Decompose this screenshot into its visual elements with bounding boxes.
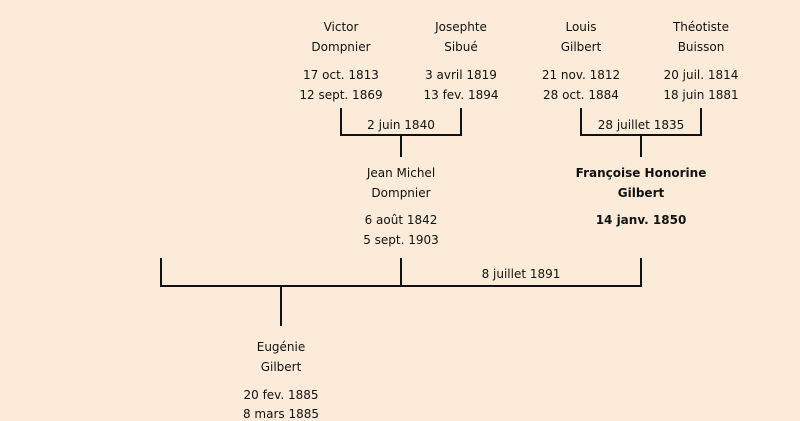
birth-date: 20 fev. 1885 — [243, 388, 319, 402]
last-name: Sibué — [444, 40, 478, 54]
last-name: Gilbert — [617, 186, 665, 200]
connector-line — [340, 108, 342, 136]
connector-line — [700, 108, 702, 136]
death-date: 8 mars 1885 — [242, 407, 320, 421]
child-line — [280, 285, 282, 326]
last-name: Buisson — [677, 40, 725, 54]
connector-line — [160, 258, 162, 287]
first-name: Victor — [323, 20, 359, 34]
first-name: Eugénie — [256, 340, 306, 354]
child-line — [640, 134, 642, 157]
last-name: Gilbert — [560, 40, 602, 54]
birth-date: 21 nov. 1812 — [541, 68, 621, 82]
birth-date: 3 avril 1819 — [425, 68, 497, 82]
connector-line — [400, 258, 402, 287]
first-name: Françoise Honorine — [575, 166, 707, 180]
child-line — [400, 134, 402, 157]
first-name: Josephte — [435, 20, 487, 34]
last-name: Gilbert — [260, 360, 302, 374]
marriage-date: 28 juillet 1835 — [597, 118, 685, 132]
marriage-date: 2 juin 1840 — [367, 118, 435, 132]
connector-line — [460, 108, 462, 136]
last-name: Dompnier — [371, 186, 431, 200]
death-date: 28 oct. 1884 — [543, 88, 619, 102]
marriage-line — [160, 285, 642, 287]
connector-line — [580, 108, 582, 136]
birth-date: 14 janv. 1850 — [595, 213, 687, 227]
birth-date: 17 oct. 1813 — [303, 68, 379, 82]
connector-line — [640, 258, 642, 287]
death-date: 5 sept. 1903 — [363, 233, 439, 247]
last-name: Dompnier — [311, 40, 371, 54]
marriage-date: 8 juillet 1891 — [481, 267, 561, 281]
first-name: Théotiste — [672, 20, 730, 34]
birth-date: 6 août 1842 — [364, 213, 438, 227]
death-date: 13 fev. 1894 — [423, 88, 499, 102]
birth-date: 20 juil. 1814 — [663, 68, 739, 82]
first-name: Louis — [565, 20, 597, 34]
first-name: Jean Michel — [366, 166, 436, 180]
death-date: 12 sept. 1869 — [299, 88, 383, 102]
death-date: 18 juin 1881 — [663, 88, 739, 102]
